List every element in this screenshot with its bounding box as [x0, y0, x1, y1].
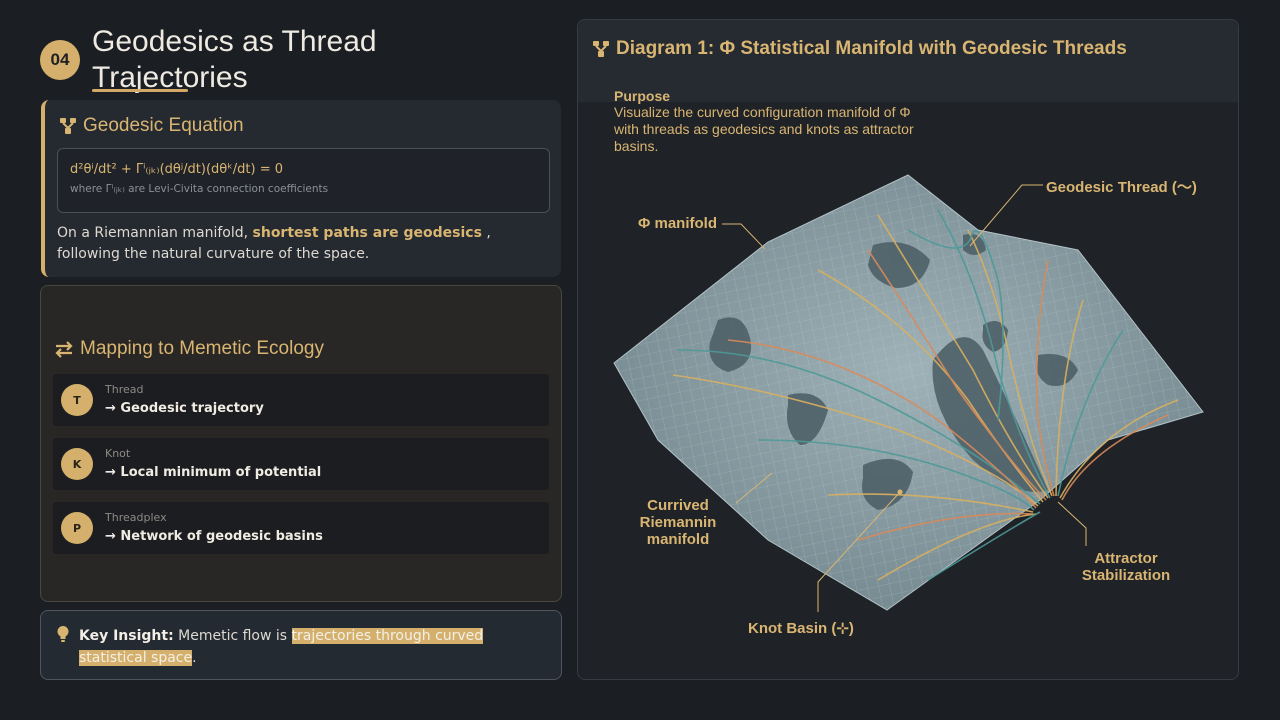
label-attractor-stabilization: Attractor Stabilization [1081, 550, 1171, 584]
mapping-letter-badge: P [61, 512, 93, 544]
insight-label: Key Insight: [79, 628, 174, 644]
equation-description: On a Riemannian manifold, shortest paths… [57, 223, 552, 265]
insight-end: . [192, 650, 197, 666]
mapping-item-label: Thread [105, 383, 144, 396]
insight-body: Memetic flow is [173, 628, 292, 644]
label-geodesic-thread: Geodesic Thread (〜) [1046, 179, 1197, 196]
mapping-item-value: → Network of geodesic basins [105, 529, 323, 544]
lightbulb-icon [57, 626, 69, 642]
knot-basin-marker [897, 489, 903, 495]
diagram-title: Diagram 1: Φ Statistical Manifold with G… [592, 38, 1127, 60]
label-curved-manifold: Currived Riemannin manifold [639, 497, 717, 548]
purpose-text: Visualize the curved configuration manif… [614, 104, 914, 154]
mapping-item-knot: K Knot → Local minimum of potential [53, 438, 549, 490]
key-insight-text: Key Insight: Memetic flow is trajectorie… [79, 625, 539, 669]
key-insight-panel: Key Insight: Memetic flow is trajectorie… [40, 610, 562, 680]
purpose-heading: Purpose [614, 88, 671, 104]
mapping-item-value: → Local minimum of potential [105, 465, 322, 480]
geodesic-threads [672, 209, 1179, 581]
title-underline [92, 89, 188, 92]
mapping-panel-heading: Mapping to Memetic Ecology [54, 338, 324, 360]
equation-heading-text: Geodesic Equation [83, 115, 244, 136]
mapping-item-label: Knot [105, 447, 131, 460]
mapping-panel: Mapping to Memetic Ecology T Thread → Ge… [40, 285, 562, 602]
manifold-grid [614, 175, 1203, 610]
diagram-panel: Diagram 1: Φ Statistical Manifold with G… [577, 19, 1239, 680]
mapping-item-label: Threadplex [105, 511, 167, 524]
geodesic-formula: d²θⁱ/dt² + Γⁱ₍ⱼₖ₎(dθʲ/dt)(dθᵏ/dt) = 0 [70, 162, 283, 177]
callout-lines [722, 184, 1087, 612]
knot-basins [709, 234, 1078, 510]
mapping-heading-text: Mapping to Memetic Ecology [80, 338, 324, 359]
formula-note: where Γⁱ₍ⱼₖ₎ are Levi-Civita connection … [70, 183, 329, 195]
page-title: Geodesics as Thread Trajectories [92, 25, 377, 94]
mapping-item-thread: T Thread → Geodesic trajectory [53, 374, 549, 426]
section-number-badge: 04 [40, 40, 80, 80]
mapping-letter-badge: T [61, 384, 93, 416]
mapping-letter-badge: K [61, 448, 93, 480]
network-icon [60, 118, 76, 134]
diagram-titlebar [578, 20, 1238, 102]
description-end: , following the natural curvature of the… [57, 225, 491, 262]
network-icon [593, 41, 609, 57]
label-phi-manifold: Φ manifold [638, 215, 717, 232]
geodesic-equation-panel: Geodesic Equation d²θⁱ/dt² + Γⁱ₍ⱼₖ₎(dθʲ/… [41, 100, 561, 277]
equation-panel-heading: Geodesic Equation [59, 115, 244, 137]
label-knot-basin: Knot Basin (⊹) [748, 620, 854, 637]
description-start: On a Riemannian manifold, [57, 225, 253, 241]
mapping-item-threadplex: P Threadplex → Network of geodesic basin… [53, 502, 549, 554]
diagram-title-text: Diagram 1: Φ Statistical Manifold with G… [616, 38, 1127, 59]
swap-arrows-icon [55, 341, 73, 358]
description-highlight: shortest paths are geodesics [252, 225, 482, 241]
mapping-item-value: → Geodesic trajectory [105, 401, 264, 416]
manifold-illustration [613, 174, 1204, 612]
equation-box: d²θⁱ/dt² + Γⁱ₍ⱼₖ₎(dθʲ/dt)(dθᵏ/dt) = 0 wh… [57, 148, 550, 213]
purpose-block: Purpose Visualize the curved configurati… [614, 88, 914, 155]
